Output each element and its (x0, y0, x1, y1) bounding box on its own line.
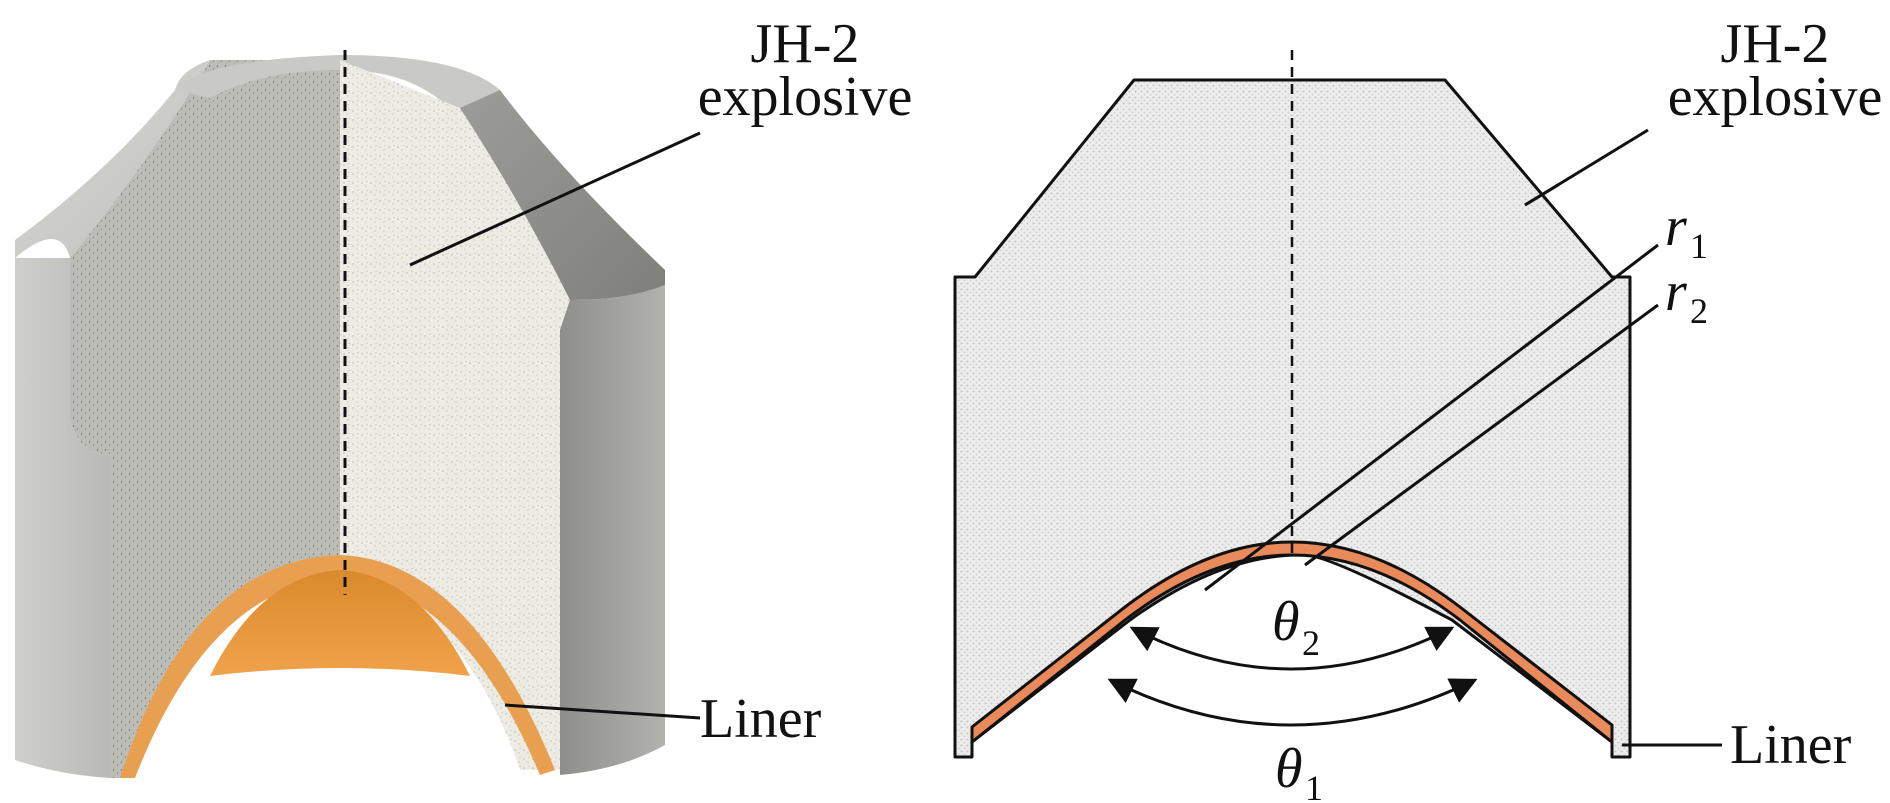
explosive-label-3d-line1: JH-2 (751, 13, 860, 75)
theta1-arc (1107, 678, 1478, 727)
section-face-right (340, 60, 570, 770)
section-2d-view: JH-2 explosive r 1 r 2 θ 2 θ 1 Liner (953, 13, 1883, 803)
section-face-left (70, 60, 340, 778)
r1-symbol: r (1665, 196, 1687, 258)
liner-label-3d: Liner (700, 688, 822, 750)
explosive-leader-3d (409, 131, 701, 267)
casing-right-face (560, 285, 665, 775)
liner-inner-surface (210, 570, 470, 676)
r1-leader (1204, 243, 1659, 592)
theta2-subscript: 2 (1302, 623, 1320, 663)
explosive-label-3d-line2: explosive (698, 66, 913, 128)
explosive-body-section (953, 78, 1632, 759)
theta1-subscript: 1 (1305, 768, 1323, 803)
r2-symbol: r (1665, 261, 1687, 323)
explosive-leader-2d-main (1524, 128, 1649, 207)
r1-subscript: 1 (1690, 226, 1708, 266)
theta1-symbol: θ (1275, 738, 1303, 800)
liner-leader-3d (504, 703, 701, 720)
explosive-label-2d-line2: explosive (1668, 66, 1883, 128)
theta2-symbol: θ (1272, 591, 1300, 653)
r2-leader (1304, 303, 1659, 567)
theta2-arc (1129, 626, 1455, 671)
liner-3d (120, 555, 555, 778)
cutaway-3d-view: JH-2 explosive Liner (15, 13, 912, 778)
casing-left-face (15, 258, 110, 778)
cone-shoulder-left (15, 60, 210, 258)
r2-subscript: 2 (1690, 291, 1708, 331)
explosive-label-2d-line1: JH-2 (1721, 13, 1830, 75)
liner-label-2d: Liner (1730, 714, 1852, 776)
top-cap (175, 55, 500, 120)
